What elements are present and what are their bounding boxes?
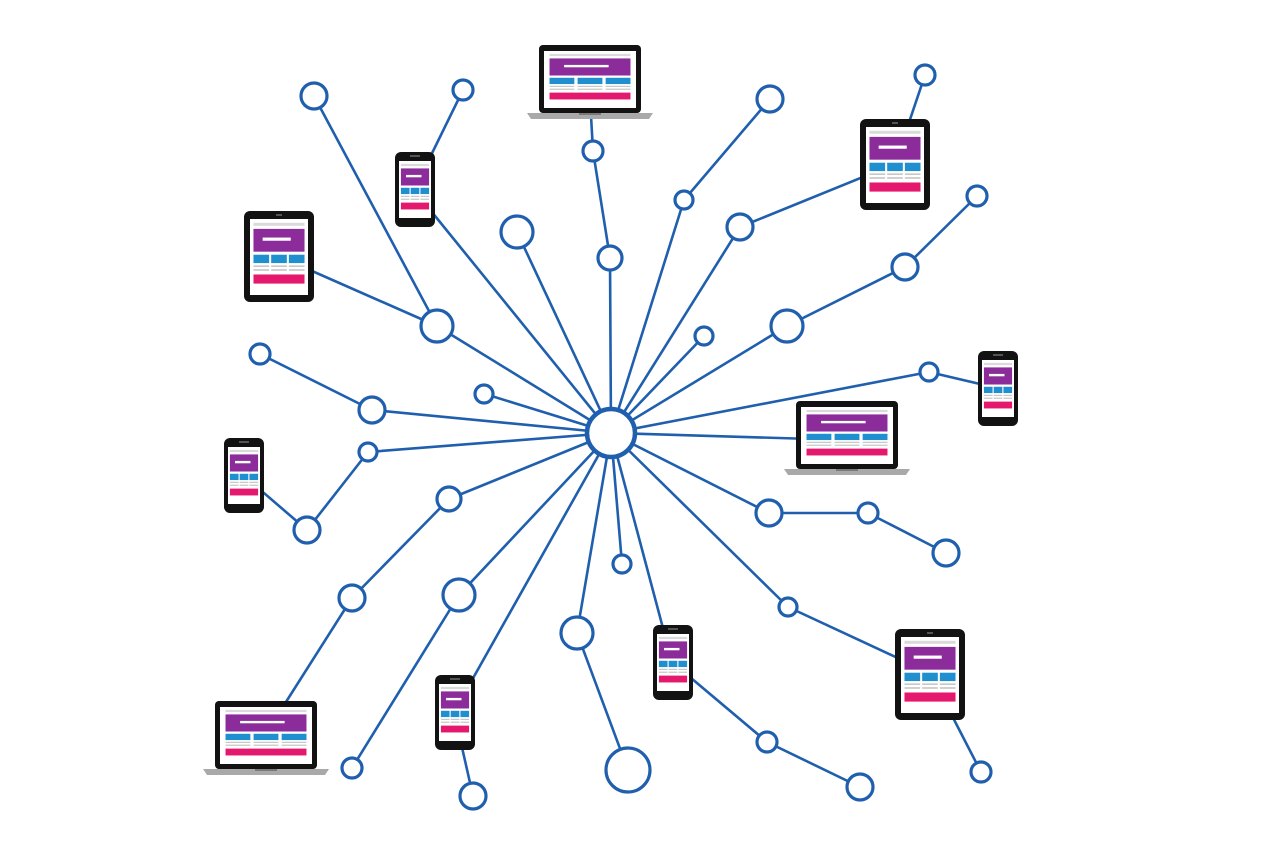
network-node [581,139,605,163]
network-node [299,81,329,111]
network-node [357,395,387,425]
laptop-icon [203,701,329,775]
network-link [350,432,612,769]
network-node [499,214,535,250]
network-node [965,184,989,208]
network-node [458,781,488,811]
laptop-icon [784,401,910,475]
network-link [515,231,613,434]
network-link [242,431,612,532]
network-link [610,431,947,555]
network-node [755,730,779,754]
network-node [856,501,880,525]
network-node [419,308,455,344]
network-node [473,383,495,405]
network-link [259,352,612,435]
network-devices [203,45,1018,775]
tablet-icon [244,211,314,302]
smartphone-icon [653,625,693,700]
tablet-icon [895,629,965,720]
network-link [312,95,612,435]
hub-node [584,406,638,460]
network-node [611,553,633,575]
network-link [610,432,983,773]
smartphone-icon [978,351,1018,426]
network-node [769,308,805,344]
smartphone-icon [395,152,435,227]
network-node [441,577,477,613]
tablet-icon [860,119,930,210]
network-node [673,189,695,211]
network-node [357,441,379,463]
network-node [918,361,940,383]
network-link [263,431,612,736]
network-node [754,498,784,528]
network-node [451,78,475,102]
network-link [609,98,771,434]
network-node [604,746,652,794]
network-node [340,756,364,780]
network-node [596,244,624,272]
network-node [725,212,755,242]
network-node [559,615,595,651]
network-node [693,325,715,347]
network-node [913,63,937,87]
smartphone-icon [435,675,475,750]
smartphone-icon [224,438,264,513]
laptop-icon [527,45,653,119]
network-node [755,84,785,114]
network-link [610,195,978,435]
network-node [435,485,463,513]
network-node [292,515,322,545]
network-nodes [248,63,993,811]
network-node [890,252,920,282]
network-link [609,432,861,789]
network-node [969,760,993,784]
network-link [575,432,630,771]
network-node [845,772,875,802]
network-node [337,583,367,613]
network-node [248,342,272,366]
network-node [931,538,961,568]
network-link [412,89,613,434]
network-node [777,596,799,618]
